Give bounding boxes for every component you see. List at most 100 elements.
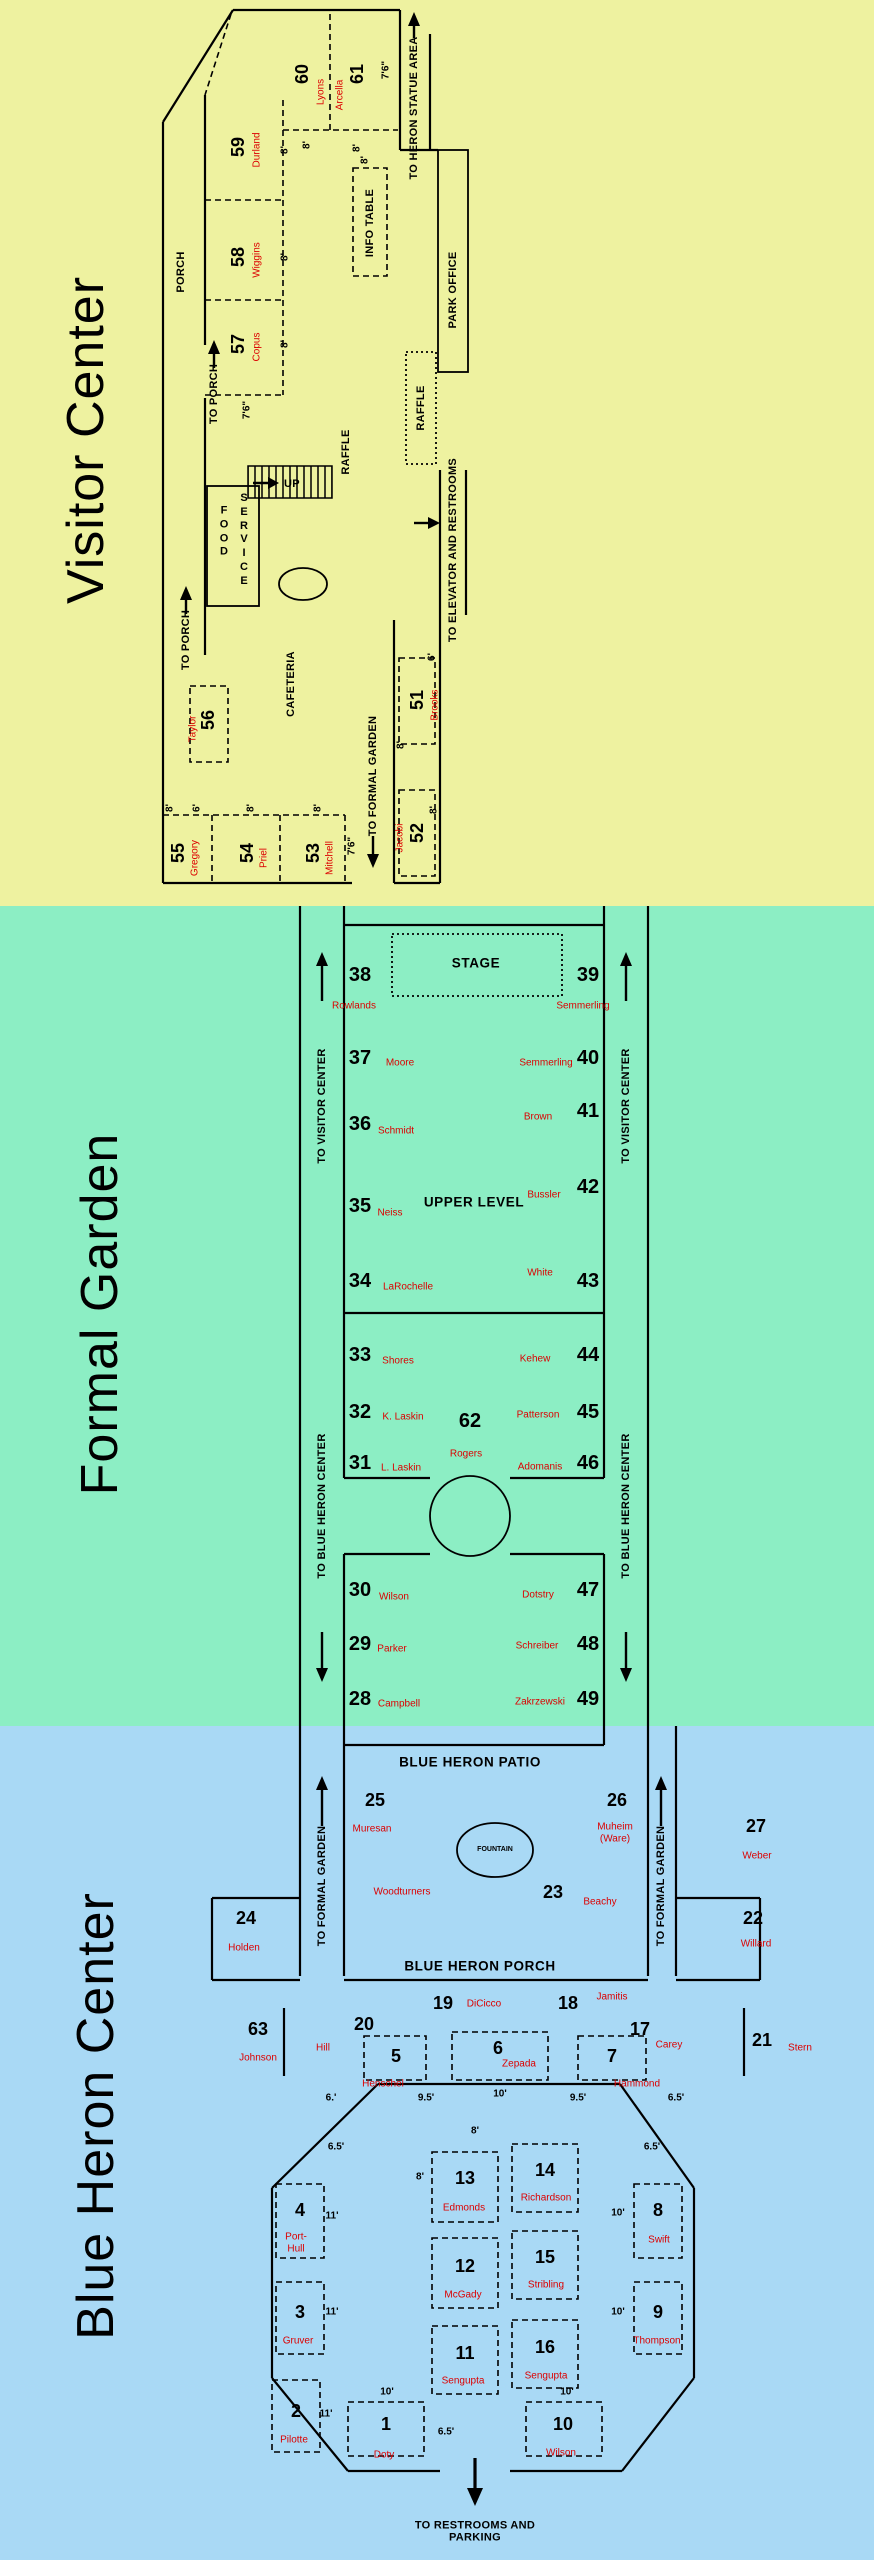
to-heron-right-down-arrow: [620, 1632, 632, 1682]
booth-54-exhibitor: Priel: [258, 847, 270, 869]
booth-31-number: 31: [348, 1452, 372, 1474]
booth-40-exhibitor: Semmerling: [519, 1057, 573, 1069]
to-formal-garden-down-arrow: [367, 836, 379, 868]
booth-41-exhibitor: Brown: [523, 1111, 553, 1123]
booth-62-number: 62: [458, 1410, 482, 1432]
booth-54-number: 54: [237, 842, 257, 864]
booth-51-exhibitor: Brooks: [429, 689, 441, 721]
booth-12-number: 12: [454, 2256, 476, 2276]
booth-23-exhibitor: Beachy: [583, 1896, 617, 1908]
serving-counter: [278, 567, 328, 601]
booth-22-number: 22: [742, 1908, 764, 1928]
blue-heron-porch-label: BLUE HERON PORCH: [404, 1958, 556, 1974]
booth-14-exhibitor: Richardson: [520, 2192, 572, 2204]
formal-garden-title: Formal Garden: [71, 1132, 129, 1496]
visitor-center-title: Visitor Center: [57, 275, 115, 605]
booth-29-number: 29: [348, 1633, 372, 1655]
heron-statue-up-arrow: [408, 12, 420, 38]
booth-15-number: 15: [534, 2247, 556, 2267]
booth-28-number: 28: [348, 1688, 372, 1710]
measurement-11: 11': [325, 2210, 339, 2222]
booth-56-number: 56: [198, 709, 218, 731]
booth-42-number: 42: [576, 1176, 600, 1198]
to-elevator-and-restrooms-label: TO ELEVATOR AND RESTROOMS: [446, 457, 459, 643]
booth-47-number: 47: [576, 1579, 600, 1601]
booth-21-number: 21: [751, 2030, 773, 2050]
booth-4-exhibitor: Port- Hull: [285, 2231, 307, 2255]
info-table-label: INFO TABLE: [363, 188, 376, 258]
booth-41-number: 41: [576, 1100, 600, 1122]
booth-55-exhibitor: Gregory: [189, 839, 201, 877]
booth-8-number: 8: [652, 2200, 664, 2220]
booth-37-number: 37: [348, 1047, 372, 1069]
booth-47-exhibitor: Dotstry: [522, 1589, 554, 1601]
booth-34-number: 34: [348, 1270, 372, 1292]
booth-35-exhibitor: Neiss: [377, 1207, 403, 1219]
booth-9-number: 9: [652, 2302, 664, 2322]
booth-15-exhibitor: Stribling: [527, 2279, 565, 2291]
measurement-8: 8': [279, 253, 291, 261]
measurement-8: 8': [301, 141, 313, 149]
booth-3-number: 3: [294, 2302, 306, 2322]
booth-29-exhibitor: Parker: [377, 1643, 407, 1655]
measurement-8: 8': [416, 2171, 424, 2183]
booth-26-exhibitor: Muheim (Ware): [597, 1821, 633, 1845]
booth-57-exhibitor: Copus: [251, 332, 263, 362]
booth-63-number: 63: [247, 2019, 269, 2039]
booth-61-exhibitor: Arcella: [334, 79, 346, 111]
booth-20-number: 20: [353, 2014, 375, 2034]
measurement-6-5: 6.5': [643, 2141, 661, 2153]
booth-40-number: 40: [576, 1047, 600, 1069]
upper-level-label: UPPER LEVEL: [423, 1194, 525, 1210]
booth-35-number: 35: [348, 1195, 372, 1217]
measurement-8: 8': [164, 804, 176, 812]
measurement-8: 8': [471, 2125, 479, 2137]
booth-57-number: 57: [228, 333, 248, 355]
park-office-label: PARK OFFICE: [446, 251, 459, 329]
booth-49-exhibitor: Zakrzewski: [514, 1696, 566, 1708]
booth-7-exhibitor: Hammond: [613, 2078, 661, 2090]
booth-25-exhibitor: Muresan: [352, 1823, 392, 1835]
booth-22-exhibitor: Willard: [740, 1938, 772, 1950]
booth-14-number: 14: [534, 2160, 556, 2180]
booth-58-number: 58: [228, 246, 248, 268]
measurement-10: 10': [493, 2088, 507, 2100]
measurement-7-6: 7'6": [241, 400, 253, 420]
porch-label: PORCH: [174, 251, 187, 293]
booth-31-exhibitor: L. Laskin: [380, 1462, 422, 1474]
measurement-8: 8': [351, 144, 363, 152]
booth-34-exhibitor: LaRochelle: [382, 1281, 434, 1293]
measurement-9-5: 9.5': [417, 2092, 435, 2104]
booth-60-number: 60: [292, 63, 312, 85]
to-heron-left-down-arrow: [316, 1632, 328, 1682]
booth-27-exhibitor: Weber: [742, 1850, 772, 1862]
booth-59-number: 59: [228, 136, 248, 158]
visitor-center-floorplan: [161, 8, 469, 885]
booth-52-exhibitor: Jacobi: [394, 823, 406, 853]
booth-38-number: 38: [348, 964, 372, 986]
booth-16-exhibitor: Sengupta: [524, 2370, 568, 2382]
cafeteria-label: CAFETERIA: [284, 651, 297, 717]
measurement-10: 10': [560, 2386, 574, 2398]
booth-46-exhibitor: Adomanis: [517, 1461, 563, 1473]
measurement-10: 10': [611, 2306, 625, 2318]
formal-garden-plan: [298, 906, 650, 1726]
booth-63-exhibitor: Johnson: [239, 2052, 277, 2064]
to-porch-label: TO PORCH: [207, 363, 220, 425]
booth-62-exhibitor: Rogers: [449, 1448, 483, 1460]
to-blue-heron-center-label: TO BLUE HERON CENTER: [619, 1433, 632, 1579]
garden-walls: [298, 906, 650, 1726]
measurement-8: 8': [279, 340, 291, 348]
to-heron-statue-area-label: TO HERON STATUE AREA: [407, 36, 420, 180]
to-formal-right-up-arrow: [655, 1776, 667, 1826]
measurement-7-6: 7'6": [380, 60, 392, 80]
booth-13-exhibitor: Edmonds: [442, 2202, 486, 2214]
to-formal-left-up-arrow: [316, 1776, 328, 1826]
booth-25-number: 25: [364, 1790, 386, 1810]
booth-20-exhibitor: Hill: [316, 2042, 330, 2054]
to-blue-heron-center-label: TO BLUE HERON CENTER: [315, 1433, 328, 1579]
booth-19-exhibitor: DiCicco: [466, 1998, 502, 2010]
measurement-8: 8': [395, 741, 407, 749]
